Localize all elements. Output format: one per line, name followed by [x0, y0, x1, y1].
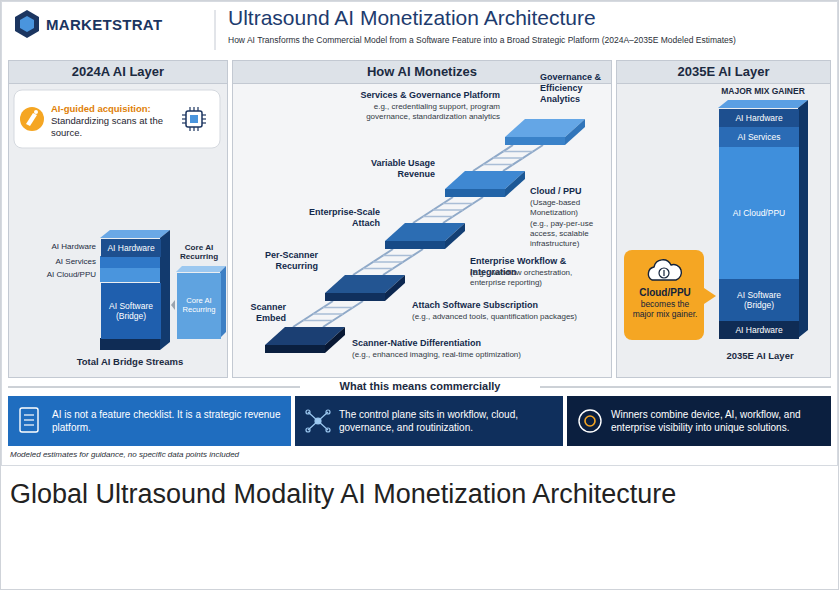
ladder-rail: [373, 261, 403, 263]
node-title: AI Services: [738, 132, 781, 142]
stair-step: [505, 137, 565, 145]
text-wrap: Core AI Recurring: [177, 297, 221, 315]
text-wrap: AI Cloud/PPU: [733, 208, 785, 218]
stack-segment: AI Hardware: [719, 321, 799, 339]
stack-label: AI Services: [14, 257, 96, 266]
node-title: AI is not a feature checklist. It is a s…: [52, 408, 283, 434]
ladder-rail: [383, 255, 413, 257]
stair-step: [265, 345, 325, 353]
stack-segment: AI Hardware: [719, 109, 799, 127]
stair-step: [505, 171, 525, 197]
text-wrap: AI Hardware: [107, 243, 154, 253]
insight-box: Winners combine device, AI, workflow, an…: [567, 396, 831, 446]
ladder-rail: [363, 268, 393, 270]
step-note: e.g., credentialing support, program gov…: [345, 102, 500, 122]
stack-segment: AI Cloud/PPU: [719, 147, 799, 279]
step-note: (e.g., advanced tools, quantification pa…: [412, 312, 602, 322]
ladder-rail: [433, 209, 463, 211]
stack-caption: Total AI Bridge Streams: [40, 356, 220, 367]
stair-step: [325, 327, 345, 353]
node-title: AI Hardware: [735, 325, 782, 335]
section-heading: What this means commercially: [300, 380, 540, 392]
stair-step: [385, 275, 405, 301]
stack-segment: AI Software (Bridge): [719, 279, 799, 321]
ladder-rail: [303, 320, 333, 322]
stack-label: AI Hardware: [14, 242, 96, 251]
node-title: 2035E AI Layer: [617, 61, 830, 84]
node-text: becomes the major mix gainer.: [630, 299, 700, 319]
stack-caption: 2035E AI Layer: [700, 350, 820, 361]
step-title: Services & Governance Platform: [330, 90, 500, 101]
side-panel: 2024A AI LayerAI-guided acquisition:Stan…: [8, 60, 228, 378]
brand-logo: MARKETSTRAT: [46, 16, 211, 33]
stack-segment: AI Services: [719, 127, 799, 147]
stair-step: [445, 223, 465, 249]
node-title: Winners combine device, AI, workflow, an…: [611, 408, 823, 434]
callout-box: Cloud/PPUbecomes the major mix gainer.: [625, 251, 705, 341]
node-text: Standardizing scans at the source.: [51, 115, 181, 139]
core-box: Core AI RecurringCore AI Recurring: [177, 273, 221, 339]
callout-box: AI-guided acquisition:Standardizing scan…: [15, 91, 221, 149]
text-wrap: AI Services: [738, 132, 781, 142]
ladder-rail: [503, 151, 533, 153]
ladder-rail: [493, 157, 523, 159]
insight-box: The control plane sits in workflow, clou…: [295, 396, 563, 446]
node-title: AI Cloud/PPU: [733, 208, 785, 218]
node-title: 2024A AI Layer: [9, 61, 227, 84]
side-panel: 2035E AI Layer AI Hardware AI Services AI C…: [616, 60, 831, 378]
stack-segment: AI Software (Bridge): [101, 283, 161, 339]
node-text: Core AI Recurring: [177, 297, 221, 315]
footnote: Modeled estimates for guidance, no speci…: [10, 450, 430, 459]
insight-box: AI is not a feature checklist. It is a s…: [8, 396, 291, 446]
ladder-rail: [423, 216, 453, 218]
step-title: Per-Scanner Recurring: [240, 250, 318, 272]
step-note: (e.g., enhanced imaging, real-time optim…: [352, 350, 572, 360]
stair-step: [325, 293, 385, 301]
stack-label: AI Cloud/PPU: [14, 270, 96, 279]
node-title: AI Software (Bridge): [103, 301, 159, 321]
node-title: AI-guided acquisition:: [51, 103, 181, 115]
stair-step: [385, 241, 445, 249]
node-title: The control plane sits in workflow, clou…: [339, 408, 555, 434]
text-wrap: AI Hardware: [735, 325, 782, 335]
caption: Global Ultrasound Modality AI Monetizati…: [10, 478, 825, 511]
node-title: AI Hardware: [735, 113, 782, 123]
step-title: Enterprise-Scale Attach: [300, 207, 380, 229]
subtitle: How AI Transforms the Commercial Model f…: [228, 35, 833, 45]
text-wrap: AI Software (Bridge): [721, 290, 797, 310]
ladder-rail: [443, 203, 473, 205]
text-wrap: AI Software (Bridge): [103, 301, 159, 321]
ladder-rail: [313, 313, 343, 315]
ladder-rail: [323, 307, 353, 309]
step-title: Variable Usage Revenue: [355, 158, 435, 180]
node-title: AI Hardware: [107, 243, 154, 253]
node-title: Core AI Recurring: [171, 243, 227, 262]
text-wrap: AI Hardware: [735, 113, 782, 123]
step-note: (e.g., pay-per-use access, scalable infr…: [530, 219, 610, 249]
step-title: Attach Software Subscription: [412, 300, 602, 311]
stack-segment: AI Hardware: [101, 239, 161, 257]
step-title: Scanner-Native Differentiation: [352, 338, 572, 349]
node-title: AI Software (Bridge): [721, 290, 797, 310]
step-note: (Usage-based Monetization): [530, 198, 610, 218]
title: Ultrasound AI Monetization Architecture: [228, 6, 828, 30]
stair-step: [445, 189, 505, 197]
ladder-rail: [483, 164, 513, 166]
step-title: Cloud / PPU: [530, 186, 610, 197]
step-title: Scanner Embed: [236, 302, 286, 324]
step-note: (e.g., workflow orchestration, enterpris…: [470, 268, 610, 288]
stack-heading: MAJOR MIX GAINER: [718, 86, 808, 96]
stair-step: [565, 119, 585, 145]
node-title: Cloud/PPU: [630, 287, 700, 299]
step-title: Governance & Efficiency Analytics: [540, 72, 610, 105]
